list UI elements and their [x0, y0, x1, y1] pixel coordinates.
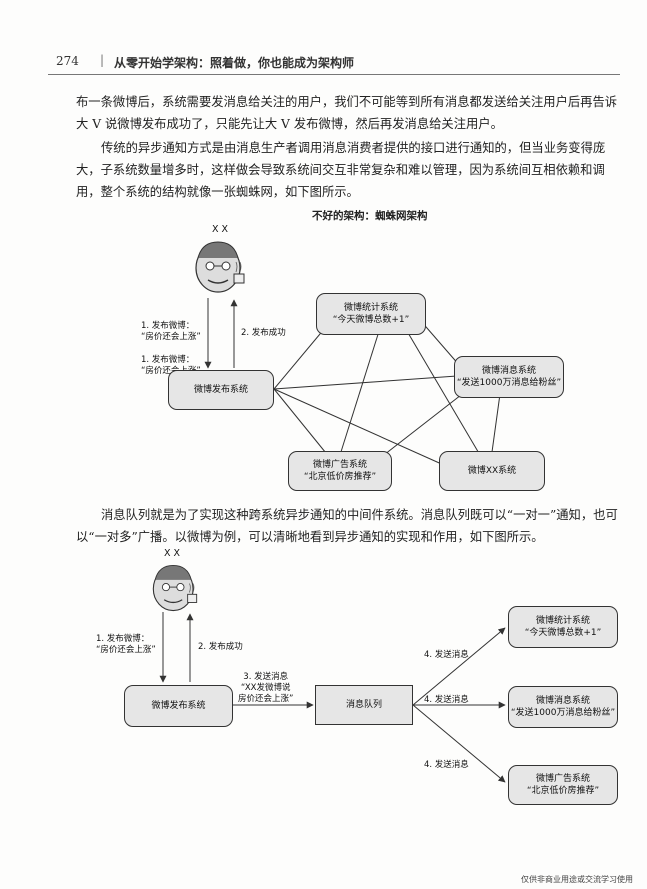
running-header: 274 | 从零开始学架构：照着做，你也能成为架构师: [48, 52, 620, 75]
d1-user-label: X X: [212, 224, 229, 235]
d2-label-send: 3. 发送消息“XX发微博说房价还会上涨”: [238, 672, 294, 704]
header-separator: |: [100, 53, 105, 67]
d1-box-xx: 微博XX系统: [439, 451, 545, 491]
d2-label-deliver-3: 4. 发送消息: [424, 760, 469, 770]
d1-link-stats-xx: [403, 325, 481, 456]
d1-link-stats-ads: [339, 327, 381, 456]
d2-label-deliver-2: 4. 发送消息: [424, 695, 469, 705]
d1-user-avatar-icon: [195, 241, 245, 293]
d2-label-success: 2. 发布成功: [198, 642, 243, 652]
d2-arrow-ads: [412, 704, 506, 783]
page-number: 274: [56, 54, 79, 68]
d1-box-publish: 微博发布系统: [168, 370, 274, 410]
d2-box-ads: 微博广告系统“北京低价房推荐”: [508, 765, 618, 805]
d2-box-publish: 微博发布系统: [124, 685, 233, 727]
d1-link-msg-ads: [379, 387, 471, 459]
book-title: 从零开始学架构：照着做，你也能成为架构师: [114, 56, 355, 70]
d1-link-publish-ads: [273, 388, 331, 459]
d1-link-publish-msg: [273, 375, 458, 390]
d2-user-label: X X: [164, 548, 181, 559]
diagram1-title: 不好的架构：蜘蛛网架构: [312, 210, 428, 222]
footer-note: 仅供非商业用途或交流学习使用: [521, 875, 633, 884]
d2-box-stats: 微博统计系统“今天微博总数+1”: [508, 606, 618, 648]
d1-link-publish-xx: [273, 388, 447, 467]
d1-box-msg: 微博消息系统“发送1000万消息给粉丝”: [454, 356, 564, 398]
d2-box-msg: 微博消息系统“发送1000万消息给粉丝”: [508, 686, 618, 728]
d1-label-success: 2. 发布成功: [241, 328, 286, 338]
d1-label-post-a: 1. 发布微博：“房价还会上涨”: [141, 321, 201, 342]
paragraph-3: 消息队列就是为了实现这种跨系统异步通知的中间件系统。消息队列既可以“一对一”通知…: [76, 508, 618, 544]
d2-label-deliver-1: 4. 发送消息: [424, 650, 469, 660]
d2-user-avatar-icon: [152, 564, 198, 612]
d1-link-stats-msg: [419, 319, 461, 367]
d2-arrow-stats: [412, 627, 506, 706]
d2-box-queue: 消息队列: [315, 685, 413, 725]
d1-box-stats: 微博统计系统“今天微博总数+1”: [316, 293, 426, 335]
d1-box-ads: 微博广告系统“北京低价房推荐”: [288, 451, 392, 491]
paragraph-2: 传统的异步通知方式是由消息生产者调用消息消费者提供的接口进行通知的，但当业务变得…: [76, 141, 606, 199]
d1-link-msg-xx: [491, 393, 501, 453]
paragraph-1: 布一条微博后，系统需要发消息给关注的用户，我们不可能等到所有消息都发送给关注用户…: [76, 95, 618, 131]
d2-label-post: 1. 发布微博：“房价还会上涨”: [96, 634, 156, 655]
